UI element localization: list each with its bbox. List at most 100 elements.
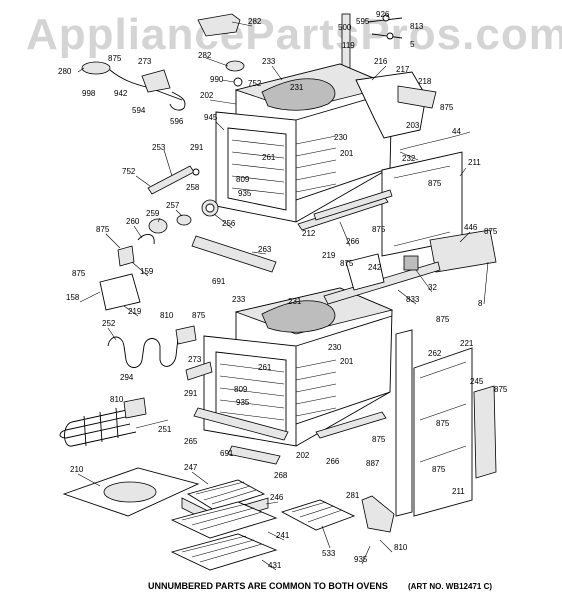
screw-291-upper <box>192 168 200 176</box>
callout-202a: 202 <box>200 91 214 100</box>
callout-211b: 211 <box>452 487 465 496</box>
callout-935c: 935 <box>354 555 368 564</box>
callout-210: 210 <box>70 465 84 474</box>
callout-231a: 231 <box>290 83 304 92</box>
callout-282a: 282 <box>248 17 262 26</box>
part-273-lower <box>185 361 213 381</box>
part-159 <box>117 245 135 267</box>
callout-263: 263 <box>258 245 272 254</box>
callout-431: 431 <box>268 561 282 570</box>
rack-431 <box>170 533 278 571</box>
part-990 <box>233 77 243 87</box>
part-273-upper <box>141 69 171 93</box>
callout-265: 265 <box>184 437 198 446</box>
callout-233a: 233 <box>262 57 276 66</box>
callout-691a: 691 <box>212 277 226 286</box>
bracket-281 <box>361 495 395 533</box>
callout-533: 533 <box>322 549 336 558</box>
callout-261a: 261 <box>262 153 276 162</box>
callout-875j: 875 <box>436 315 450 324</box>
callout-875e: 875 <box>484 227 498 236</box>
trim-691-lower <box>227 445 281 465</box>
trim-265 <box>193 407 289 441</box>
callout-813: 813 <box>410 22 424 31</box>
part-810-left <box>123 397 147 419</box>
callout-887: 887 <box>366 459 380 468</box>
callout-926: 926 <box>376 10 390 19</box>
callout-945: 945 <box>204 113 218 122</box>
callout-875n: 875 <box>432 465 446 474</box>
callout-259: 259 <box>146 209 160 218</box>
callout-875a: 875 <box>108 54 122 63</box>
rail-266-lower <box>315 411 387 439</box>
callout-280: 280 <box>58 67 72 76</box>
lower-insulation-231 <box>261 300 336 333</box>
part-280 <box>81 61 111 75</box>
part-282b <box>225 60 245 72</box>
callout-935a: 935 <box>238 189 252 198</box>
callout-266a: 266 <box>346 237 360 246</box>
upper-callouts: 282 282 500 595 926 813 5 119 280 875 27… <box>58 10 498 246</box>
vent-282 <box>197 13 241 37</box>
trim-263 <box>191 235 277 273</box>
callout-233b: 233 <box>232 295 246 304</box>
callout-294: 294 <box>120 373 134 382</box>
watermark: AppliancePartsPros.com <box>26 10 562 59</box>
callout-246: 246 <box>270 493 284 502</box>
pan-210-recess <box>103 481 157 503</box>
callout-258: 258 <box>186 183 200 192</box>
callout-230a: 230 <box>334 133 348 142</box>
callout-875i: 875 <box>192 311 206 320</box>
upper-insulation-231 <box>261 78 336 111</box>
callout-8: 8 <box>478 299 483 308</box>
part-259 <box>148 218 168 234</box>
rail-833 <box>323 261 441 305</box>
callout-231b: 231 <box>288 297 302 306</box>
callout-261b: 261 <box>258 363 272 372</box>
lower-callouts: 252 810 875 233 231 875 262 221 273 230 … <box>70 295 508 570</box>
callout-252: 252 <box>102 319 116 328</box>
callout-158: 158 <box>66 293 80 302</box>
callout-251: 251 <box>158 425 172 434</box>
middle-callouts: 875 263 219 875 242 159 32 875 691 833 8… <box>66 225 483 316</box>
callout-752b: 752 <box>122 167 136 176</box>
callout-211a: 211 <box>468 158 481 167</box>
lower-side-edges <box>295 315 393 447</box>
callout-219b: 219 <box>128 307 142 316</box>
callout-219a: 219 <box>322 251 336 260</box>
callout-500: 500 <box>338 23 352 32</box>
callout-282b: 282 <box>198 51 212 60</box>
callout-232: 232 <box>402 154 416 163</box>
art-number: (ART NO. WB12471 C) <box>408 582 493 591</box>
callout-216: 216 <box>374 57 388 66</box>
panel-221-ribs <box>419 361 467 463</box>
callout-809b: 809 <box>234 385 248 394</box>
callout-159: 159 <box>140 267 154 276</box>
callout-218: 218 <box>418 77 432 86</box>
callout-119: 119 <box>342 41 355 50</box>
callout-810b: 810 <box>110 395 124 404</box>
callout-875c: 875 <box>428 179 442 188</box>
side-panel-ribs <box>393 165 451 247</box>
callout-942: 942 <box>114 89 128 98</box>
bracket-219-left <box>99 273 141 311</box>
callout-875m: 875 <box>372 435 386 444</box>
callout-809a: 809 <box>236 175 250 184</box>
leader-lines <box>77 21 489 571</box>
callout-221: 221 <box>460 339 474 348</box>
part-218 <box>397 85 437 109</box>
callout-266b: 266 <box>326 457 340 466</box>
part-257 <box>176 214 192 226</box>
callout-594: 594 <box>132 106 146 115</box>
callout-291b: 291 <box>184 389 198 398</box>
callout-257: 257 <box>166 201 180 210</box>
part-260 <box>137 234 155 245</box>
upper-rack-supports <box>231 135 337 195</box>
callout-5: 5 <box>410 40 415 49</box>
part-245 <box>473 385 497 479</box>
callout-281: 281 <box>346 491 360 500</box>
callout-201a: 201 <box>340 149 354 158</box>
callout-241: 241 <box>276 531 290 540</box>
